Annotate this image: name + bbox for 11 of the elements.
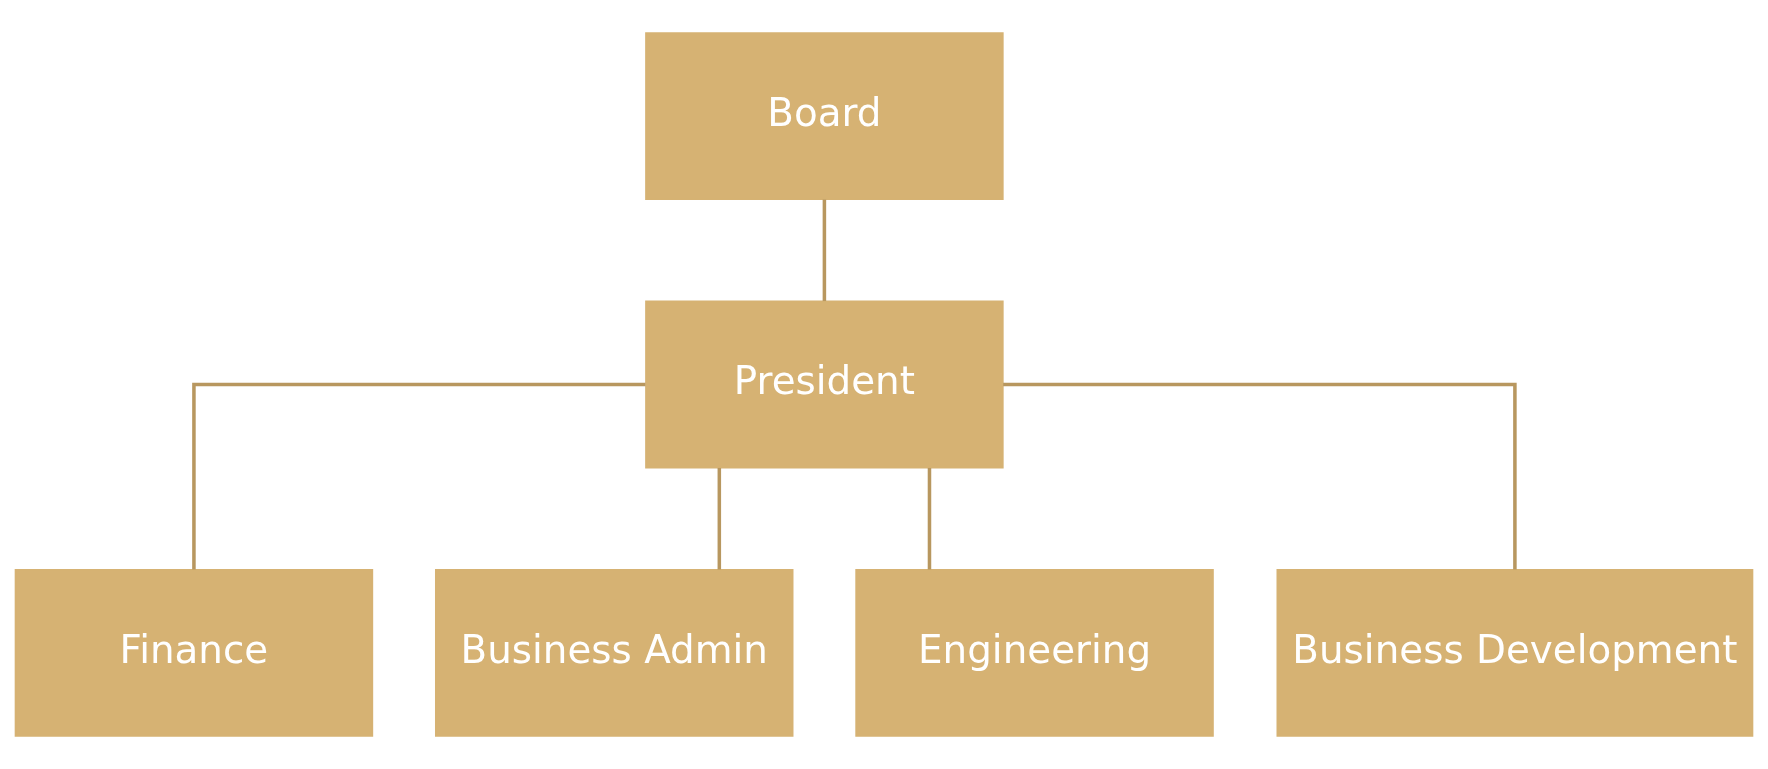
node-box: Engineering (855, 569, 1214, 737)
node-box: President (645, 300, 1004, 469)
connector (192, 382, 646, 570)
connector (1003, 382, 1517, 570)
node-box: Business Development (1276, 569, 1754, 737)
node-box: Business Admin (435, 569, 794, 737)
connector (717, 467, 722, 570)
connector (822, 199, 827, 302)
connector (927, 467, 932, 570)
node-box: Finance (14, 569, 374, 737)
node-box: Board (645, 32, 1004, 200)
